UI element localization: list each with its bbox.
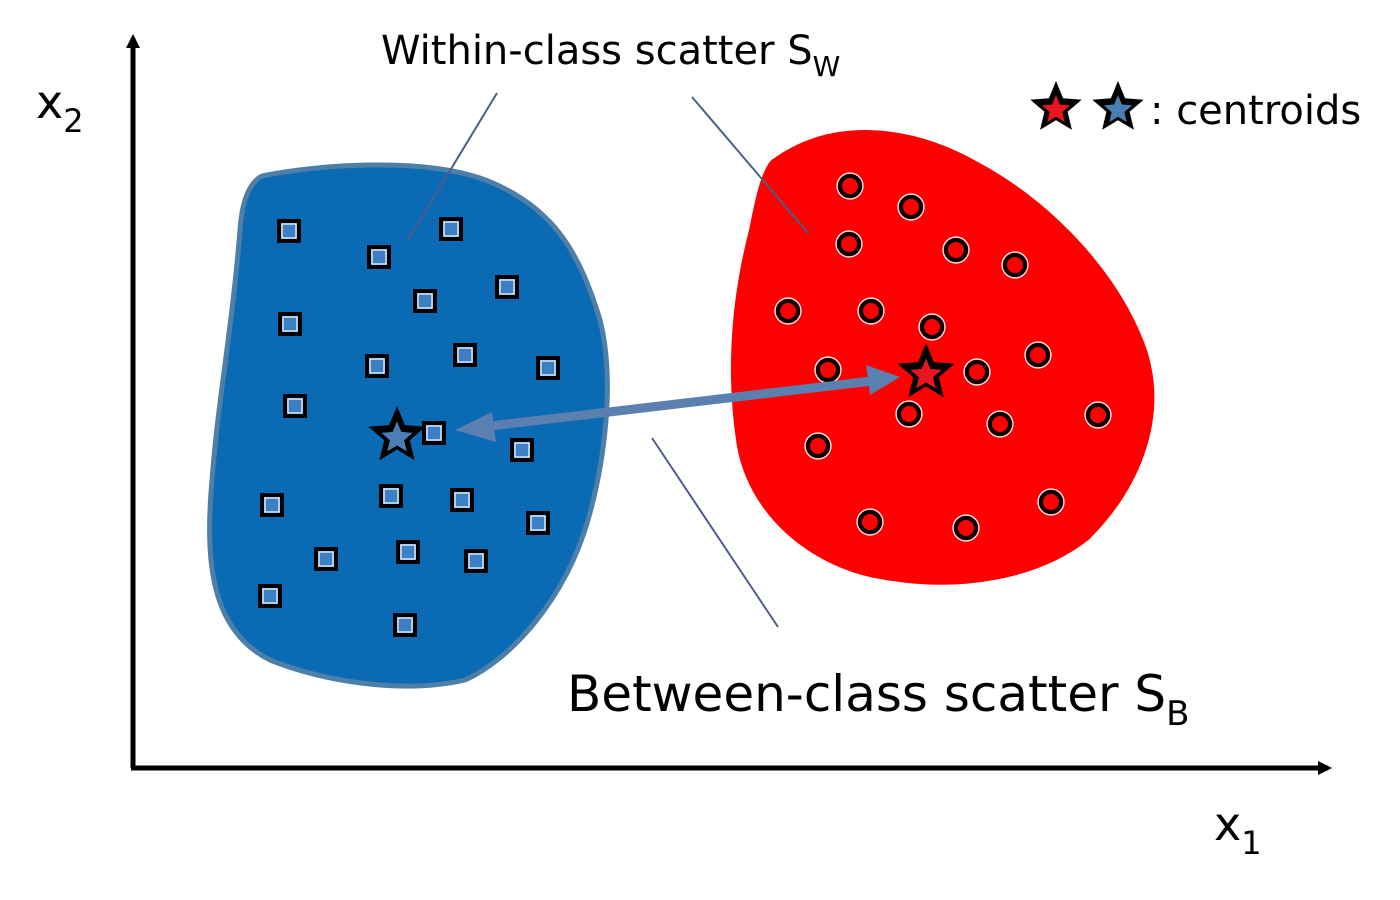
circle-point [857,297,885,325]
circle-point [952,514,980,542]
square-point [396,540,420,564]
circle-point [1024,341,1052,369]
between-leader-line [651,437,779,628]
circle-point [1084,401,1112,429]
red-centroid-star-icon [897,343,955,398]
square-point [367,245,391,269]
within-leader-line-right [691,96,809,234]
square-point [283,394,307,418]
circle-point [942,236,970,264]
square-point [260,493,284,517]
circle-point [1001,251,1029,279]
square-point [526,511,550,535]
square-point [277,219,301,243]
legend: : centroids [1030,81,1361,134]
circle-point [814,356,842,384]
circle-point [1037,488,1065,516]
square-point [278,312,302,336]
axes [126,34,1332,775]
within-leader-line-left [407,92,498,241]
square-point [393,613,417,637]
square-point [439,217,463,241]
square-point [495,275,519,299]
square-point [422,421,446,445]
square-point [453,343,477,367]
arrow-head-left [455,412,496,442]
circle-point [918,313,946,341]
legend-label: : centroids [1150,88,1361,134]
between-class-annotation: Between-class scatter SB [567,665,1190,734]
red-class-region [728,128,1157,587]
square-point [258,584,282,608]
circle-point [836,172,864,200]
y-axis-label: x2 [36,75,84,140]
circle-point [835,230,863,258]
circle-point [774,297,802,325]
leader-lines [407,92,809,628]
circle-point [804,432,832,460]
square-point [464,549,488,573]
blue-star-icon [1092,81,1144,130]
square-point [450,488,474,512]
between-class-arrow [455,365,900,442]
blue-class-points [258,217,560,637]
square-point [379,484,403,508]
arrow-head-right [866,365,900,395]
red-star-icon [1030,81,1082,130]
red-class-points [774,172,1112,542]
circle-point [895,400,923,428]
centroids [368,343,955,461]
legend-markers [1030,81,1144,130]
square-point [365,354,389,378]
circle-point [963,358,991,386]
square-point [536,356,560,380]
circle-point [856,508,884,536]
square-point [314,547,338,571]
circle-point [986,410,1014,438]
within-class-annotation: Within-class scatter SW [381,28,840,83]
square-point [413,289,437,313]
circle-point [897,193,925,221]
blue-centroid-star-icon [368,406,426,461]
square-point [510,438,534,462]
x-axis-label: x1 [1214,797,1262,862]
